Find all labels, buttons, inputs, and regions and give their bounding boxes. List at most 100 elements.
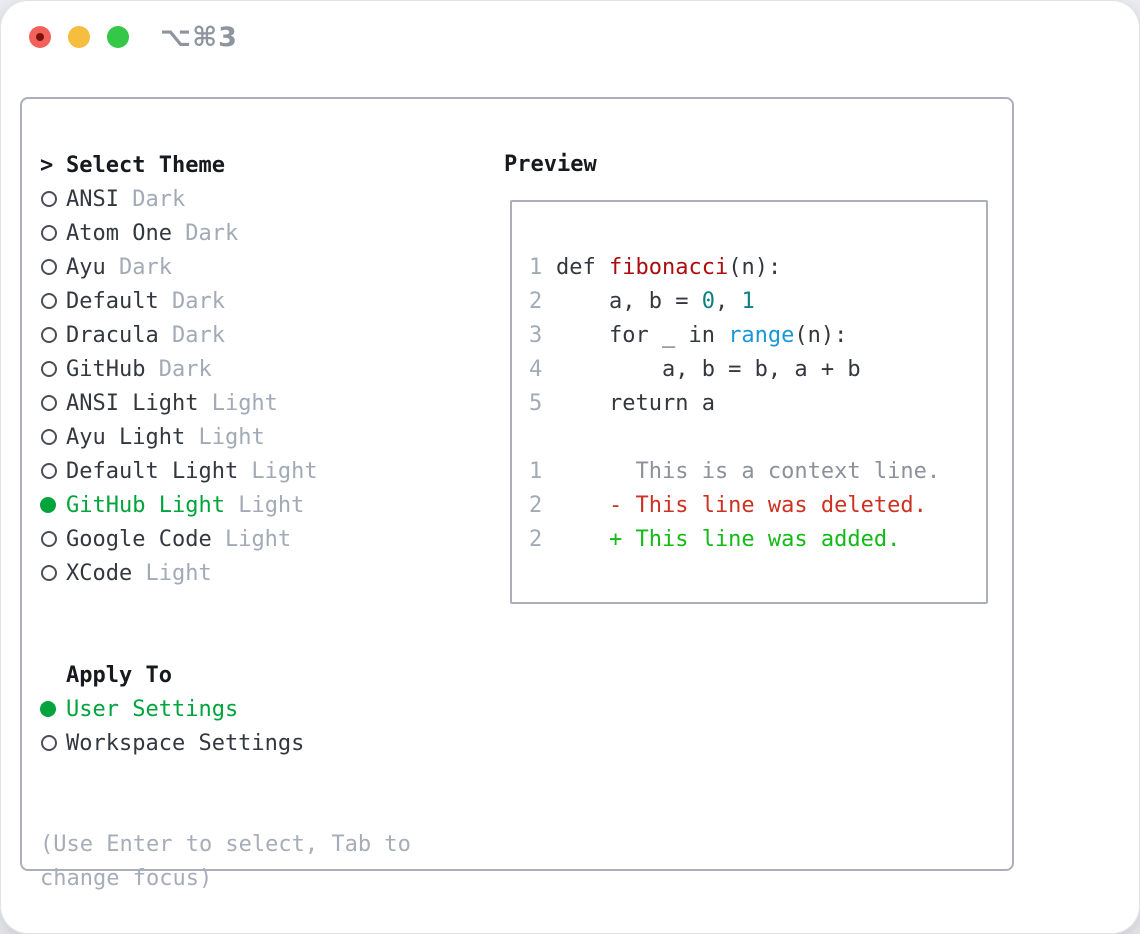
code-segment-code: for _ in — [556, 322, 729, 348]
theme-tag: Dark — [118, 186, 186, 212]
line-number: 2 — [529, 288, 543, 314]
radio-icon[interactable] — [40, 497, 56, 513]
code-line: 2 - This line was deleted. — [529, 488, 974, 522]
theme-option[interactable]: GitHub Dark — [40, 352, 490, 386]
theme-name: ANSI — [66, 186, 119, 212]
theme-tag: Dark — [158, 288, 225, 314]
theme-name: Default — [66, 288, 159, 314]
line-number: 4 — [529, 356, 543, 382]
theme-tag: Dark — [145, 356, 212, 382]
keyboard-hint: (Use Enter to select, Tab to change focu… — [40, 832, 411, 891]
theme-tag: Light — [198, 390, 278, 416]
code-line: 4 a, b = b, a + b — [529, 352, 974, 386]
code-segment-code: , — [714, 288, 742, 314]
radio-icon[interactable] — [41, 293, 57, 309]
code-line: 5 return a — [529, 386, 974, 420]
titlebar: ⌥⌘3 — [0, 0, 1140, 74]
radio-icon[interactable] — [40, 701, 56, 717]
theme-option[interactable]: Dracula Dark — [40, 318, 490, 352]
code-segment-context: This is a context line. — [556, 458, 941, 484]
theme-tag: Dark — [158, 322, 225, 348]
code-segment-code: (n): — [728, 254, 782, 280]
radio-icon[interactable] — [41, 429, 57, 445]
theme-option[interactable]: Google Code Light — [40, 522, 490, 556]
theme-name: Ayu Light — [66, 424, 186, 450]
line-number: 5 — [529, 390, 543, 416]
theme-name: Ayu — [66, 254, 106, 280]
code-line: 3 for _ in range(n): — [529, 318, 974, 352]
theme-option[interactable]: Ayu Light Light — [40, 420, 490, 454]
code-line: 1 def fibonacci(n): — [529, 250, 974, 284]
theme-tag: Dark — [105, 254, 172, 280]
theme-option[interactable]: ANSI Light Light — [40, 386, 490, 420]
radio-icon[interactable] — [41, 531, 57, 547]
code-segment-code: a, b = b, a + b — [556, 356, 861, 382]
code-segment-added: + This line was added. — [556, 526, 901, 552]
theme-tag: Light — [185, 424, 265, 450]
spacer — [40, 590, 490, 658]
theme-tag: Light — [238, 458, 318, 484]
theme-name: Google Code — [66, 526, 212, 552]
theme-name: Dracula — [66, 322, 159, 348]
theme-name: ANSI Light — [66, 390, 199, 416]
code-line: 2 + This line was added. — [529, 522, 974, 556]
code-segment-code: (n): — [794, 322, 848, 348]
line-number: 1 — [529, 254, 543, 280]
theme-name: XCode — [66, 560, 133, 586]
code-segment-deleted: - This line was deleted. — [556, 492, 927, 518]
theme-name: GitHub — [66, 356, 146, 382]
unsaved-indicator-dot — [36, 33, 44, 41]
code-segment-code: return a — [556, 390, 715, 416]
minimize-button[interactable] — [68, 26, 90, 48]
apply-to-header-row: Apply To — [40, 658, 490, 692]
apply-to-title: Apply To — [66, 662, 172, 688]
radio-icon[interactable] — [41, 361, 57, 377]
apply-to-option[interactable]: Workspace Settings — [40, 726, 490, 760]
select-theme-header-row: > Select Theme — [40, 148, 490, 182]
theme-option[interactable]: XCode Light — [40, 556, 490, 590]
line-number: 2 — [529, 492, 543, 518]
preview-title: Preview — [504, 152, 597, 177]
line-number: 1 — [529, 458, 543, 484]
theme-tag: Light — [132, 560, 212, 586]
radio-icon[interactable] — [41, 259, 57, 275]
theme-option[interactable]: Default Light Light — [40, 454, 490, 488]
line-number: 3 — [529, 322, 543, 348]
theme-tag: Light — [211, 526, 292, 552]
close-button[interactable] — [29, 26, 51, 48]
theme-option[interactable]: ANSI Dark — [40, 182, 490, 216]
radio-icon[interactable] — [41, 735, 57, 751]
theme-option[interactable]: Atom One Dark — [40, 216, 490, 250]
code-segment-func: fibonacci — [608, 254, 729, 280]
theme-option[interactable]: Ayu Dark — [40, 250, 490, 284]
radio-icon[interactable] — [41, 327, 57, 343]
theme-option[interactable]: Default Dark — [40, 284, 490, 318]
theme-option[interactable]: GitHub Light Light — [40, 488, 490, 522]
select-theme-title: Select Theme — [66, 152, 225, 178]
code-segment-num: 0 — [701, 288, 715, 314]
window-title: ⌥⌘3 — [160, 22, 238, 53]
theme-tag: Dark — [171, 220, 239, 246]
radio-icon[interactable] — [41, 463, 57, 479]
code-segment-code: a, b = — [556, 288, 702, 314]
radio-icon[interactable] — [41, 191, 57, 207]
prompt-chevron: > — [40, 152, 54, 178]
radio-icon[interactable] — [41, 395, 57, 411]
radio-icon[interactable] — [41, 225, 57, 241]
radio-icon[interactable] — [41, 565, 57, 581]
code-segment-code: def — [556, 254, 609, 280]
zoom-button[interactable] — [107, 26, 129, 48]
line-number: 2 — [529, 526, 543, 552]
theme-tag: Light — [224, 492, 305, 518]
apply-to-label: User Settings — [66, 696, 239, 722]
apply-to-option[interactable]: User Settings — [40, 692, 490, 726]
code-line — [529, 420, 974, 454]
apply-to-label: Workspace Settings — [66, 730, 305, 756]
